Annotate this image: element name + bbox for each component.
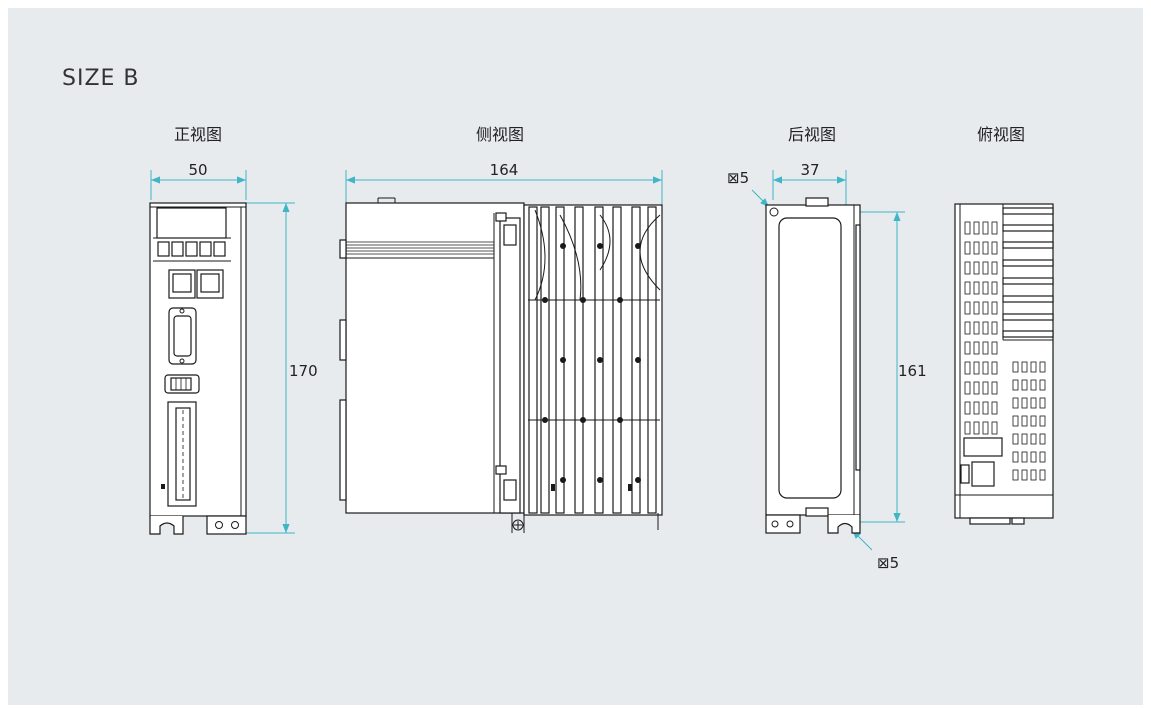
front-height-dim: 170 <box>289 362 318 380</box>
side-view-label: 侧视图 <box>476 125 524 144</box>
top-view <box>954 203 1054 525</box>
side-view: 164 <box>339 161 663 533</box>
front-view-label: 正视图 <box>174 125 222 144</box>
side-width-dim: 164 <box>490 161 519 179</box>
front-width-dim: 50 <box>188 161 207 179</box>
top-hole-dim: ⊠5 <box>727 169 749 187</box>
size-title: SIZE B <box>62 66 140 91</box>
bottom-hole-dim: ⊠5 <box>877 554 899 572</box>
back-view-label: 后视图 <box>788 125 836 144</box>
top-view-label: 俯视图 <box>977 125 1025 144</box>
front-view: 50 170 <box>149 161 318 535</box>
back-view: 37 161 ⊠5 ⊠5 <box>727 161 927 572</box>
back-width-dim: 37 <box>800 161 819 179</box>
back-height-dim: 161 <box>898 362 927 380</box>
